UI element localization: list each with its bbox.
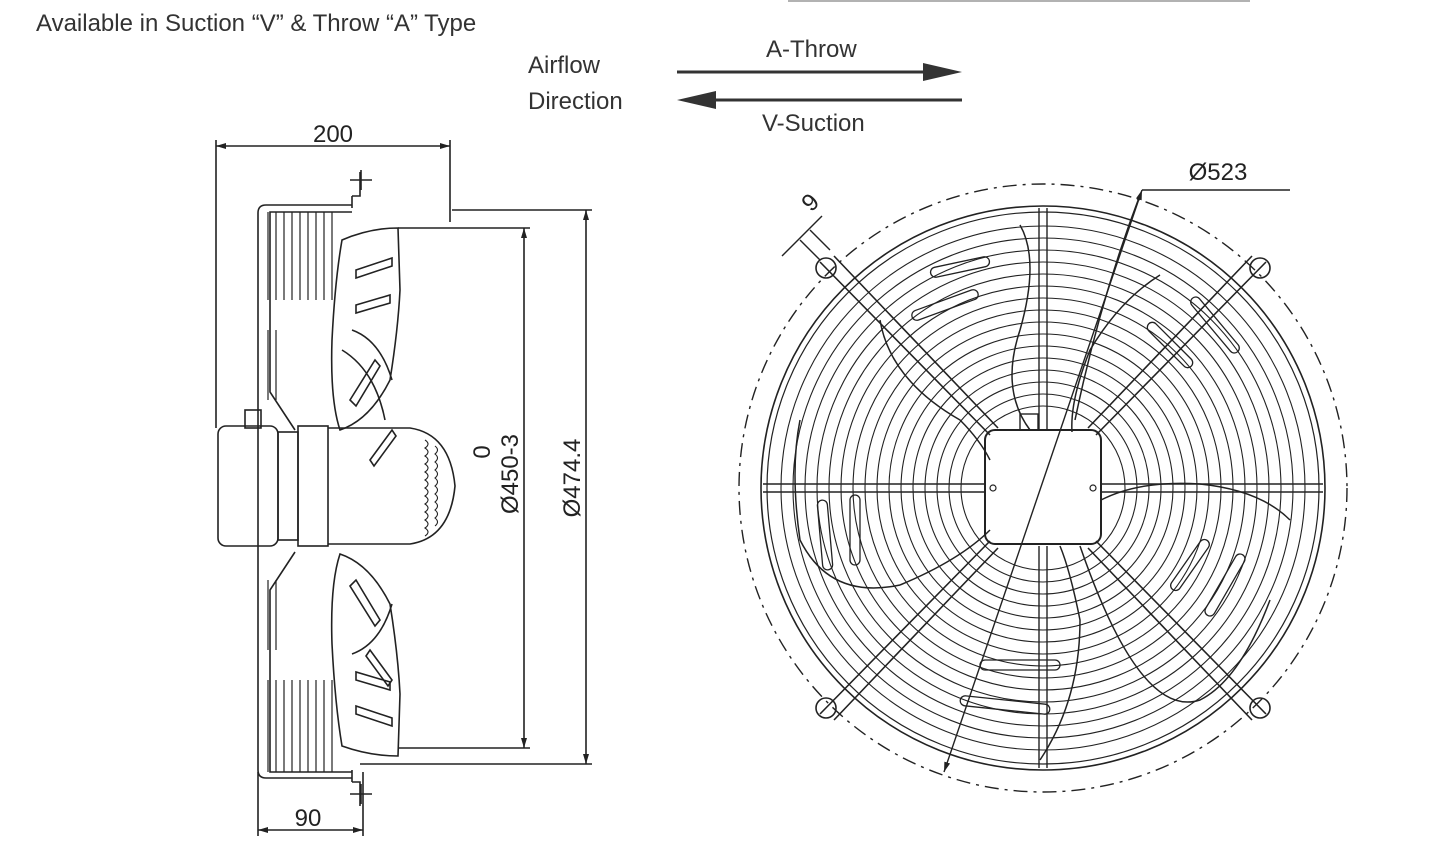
dim-hole-size: 9 (796, 188, 825, 217)
side-view (215, 140, 592, 836)
dim-blade-diameter-top: 0 (469, 445, 496, 458)
dim-depth-overall: 200 (313, 121, 353, 148)
airflow-label-line2: Direction (528, 88, 623, 115)
front-view (738, 183, 1348, 793)
dim-depth-mount: 90 (295, 805, 322, 832)
dim-mount-diameter: Ø474.4 (559, 439, 586, 518)
dim-blade-diameter: Ø450-3 (497, 434, 524, 514)
suction-label: V-Suction (762, 110, 865, 137)
page-title: Available in Suction “V” & Throw “A” Typ… (36, 10, 477, 37)
dim-guard-diameter: Ø523 (1189, 159, 1248, 186)
airflow-label-line1: Airflow (528, 52, 601, 79)
suction-arrow (677, 91, 962, 109)
throw-label: A-Throw (766, 36, 857, 63)
throw-arrow (677, 63, 962, 81)
